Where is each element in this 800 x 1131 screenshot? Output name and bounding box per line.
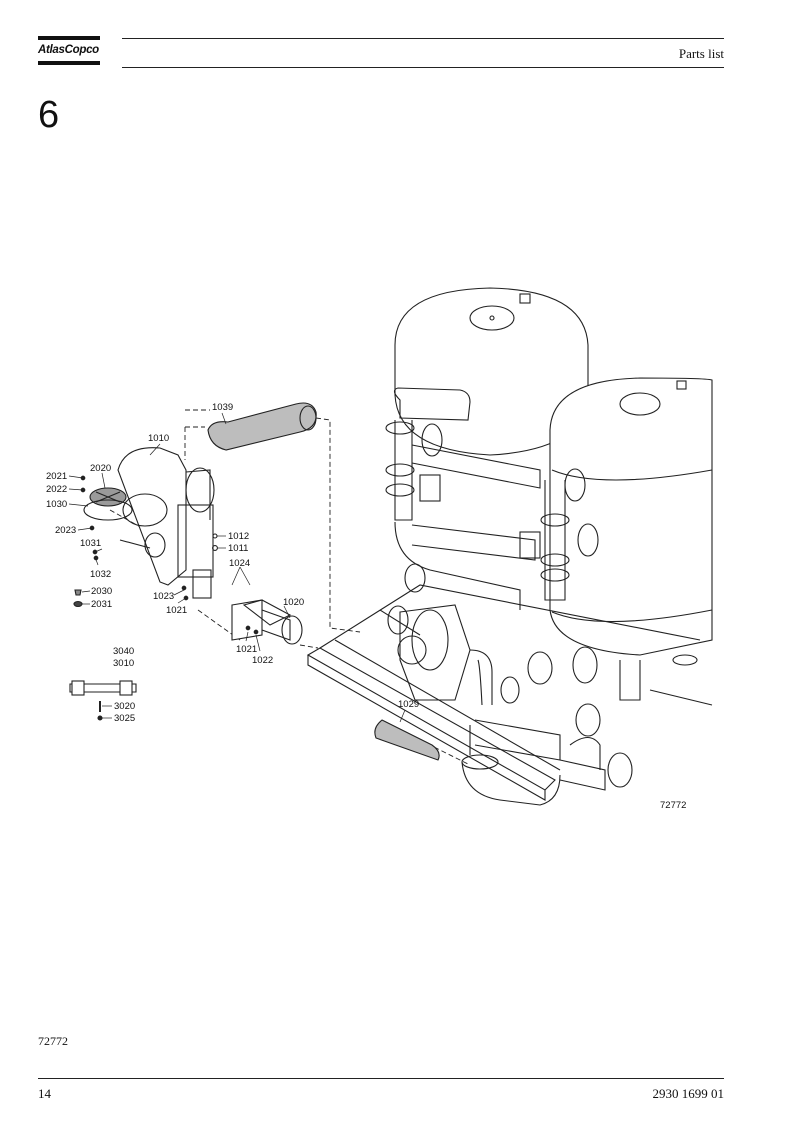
callout-1021-lower: 1021: [236, 644, 257, 655]
logo-text: AtlasCopco: [38, 44, 99, 56]
callout-3010: 3010: [113, 658, 134, 669]
callout-2030: 2030: [91, 586, 112, 597]
callout-2020: 2020: [90, 463, 111, 474]
callout-1024: 1024: [229, 558, 250, 569]
callout-1029: 1029: [398, 699, 419, 710]
callout-1011: 1011: [228, 543, 248, 554]
callout-1022: 1022: [252, 655, 273, 666]
callout-1021-upper: 1021: [166, 605, 187, 616]
callout-1032: 1032: [90, 569, 111, 580]
figure-reference-number: 72772: [660, 800, 686, 811]
callout-1030: 1030: [46, 499, 67, 510]
atlas-copco-logo: AtlasCopco: [38, 36, 100, 68]
callout-3025: 3025: [114, 713, 135, 724]
logo-bar-bottom: [38, 61, 100, 65]
callout-1012: 1012: [228, 531, 249, 542]
logo-bar-top: [38, 36, 100, 40]
callout-3020: 3020: [114, 701, 135, 712]
callout-2023: 2023: [55, 525, 76, 536]
callout-2021: 2021: [46, 471, 67, 482]
header-title: Parts list: [678, 46, 724, 61]
figure-reference-below: 72772: [38, 1034, 68, 1048]
callout-1031: 1031: [80, 538, 101, 549]
callout-3040: 3040: [113, 646, 134, 657]
callout-2022: 2022: [46, 484, 67, 495]
section-number: 6: [38, 94, 60, 136]
header-rule-bottom: [122, 67, 724, 68]
footer-rule: [38, 1078, 724, 1079]
callout-1039: 1039: [212, 402, 233, 413]
page-number: 14: [38, 1086, 51, 1101]
document-number: 2930 1699 01: [652, 1086, 725, 1101]
callout-1010: 1010: [148, 433, 169, 444]
callout-2031: 2031: [91, 599, 112, 610]
callout-1023: 1023: [153, 591, 174, 602]
header-rule-top: [122, 38, 724, 39]
callout-1020: 1020: [283, 597, 304, 608]
